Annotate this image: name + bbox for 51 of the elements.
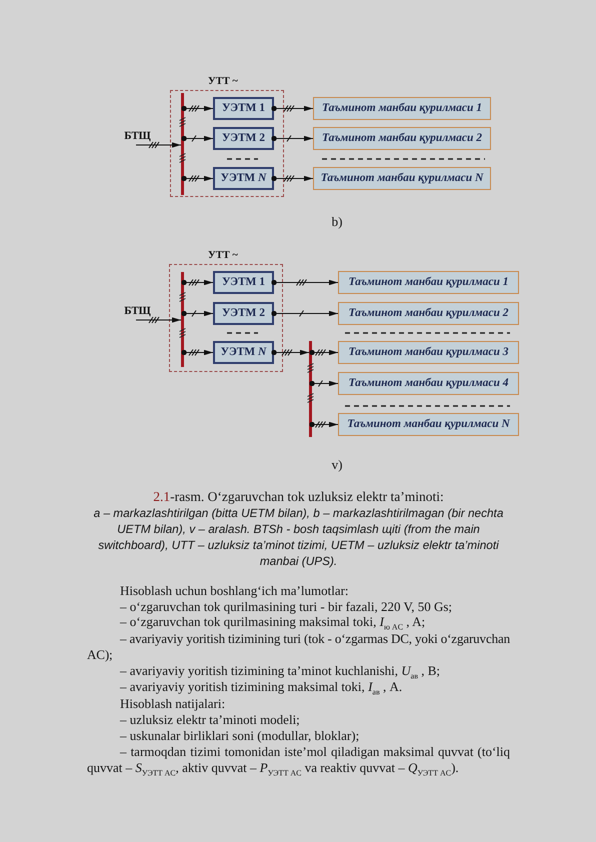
source-label: БТЩ	[122, 304, 153, 320]
unit-box: УЭТМ 2	[213, 302, 274, 325]
arrow	[181, 350, 214, 356]
body-text: – uzluksiz elektr ta’minoti modeli;	[119, 712, 301, 728]
group-heading: УТТ ~	[208, 75, 238, 88]
arrow	[136, 317, 182, 323]
subfigure-label: v)	[330, 457, 344, 473]
source-label: БТЩ	[122, 129, 153, 145]
arrow	[181, 280, 214, 286]
body-text: – tarmoqdan tizimi tomonidan iste’mol qiladigan maksimal quvvat (to‘liq quvvat – S$_{УЭТТ AC}$, aktiv quvvat – P$_{УЭТТ AC}$ va reaktiv quvvat – Q$_{УЭТТ AC}$).	[87, 744, 510, 776]
arrow	[181, 176, 214, 182]
arrow	[181, 136, 214, 142]
subfigure-label: b)	[330, 214, 344, 230]
arrow	[271, 280, 338, 286]
device-box: Таъминот манбаи қурилмаси 1	[313, 97, 491, 120]
unit-box: УЭТМ N	[213, 341, 274, 364]
arrow	[309, 380, 338, 386]
unit-box: УЭТМ 1	[213, 271, 274, 294]
arrow	[271, 350, 310, 356]
arrow	[309, 422, 338, 428]
figure-caption: 2.1-rasm. O‘zgaruvchan tok uzluksiz elektr ta’minoti: a – markazlashtirilgan (bitta UETM bilan), b – markazlashtirilmagan (bir nechta UETM bilan), v – aralash. BTSh - bosh taqsimlash щiti (from the main switchboard), UTT – uzluksiz ta’minot tizimi, UETM – uzluksiz elektr ta’minoti manbai (UPS).	[92, 489, 504, 569]
device-box: Таъминот манбаи қурилмаси 2	[338, 302, 519, 325]
group-heading: УТТ ~	[208, 249, 238, 262]
arrow	[181, 106, 214, 112]
body-text: Hisoblash uchun boshlang‘ich ma’lumotlar:	[119, 583, 350, 599]
unit-box: УЭТМ 2	[213, 127, 274, 150]
body-text: – o‘zgaruvchan tok qurilmasining turi - bir fazali, 220 V, 50 Gs;	[119, 599, 454, 615]
body-text: – avariyaviy yoritish tizimining turi (tok - o‘zgarmas DC, yoki o‘zgaruvchan AC);	[87, 631, 510, 663]
arrow	[309, 350, 338, 356]
arrow	[181, 310, 214, 316]
body-text: – o‘zgaruvchan tok qurilmasining maksimal toki, I$_{ю AC}$ , A;	[119, 614, 426, 630]
device-box: Таъминот манбаи қурилмаси 1	[338, 271, 519, 294]
arrow	[271, 136, 314, 142]
bus-bar	[309, 341, 312, 437]
bus-bar	[181, 272, 184, 367]
device-box: Таъминот манбаи қурилмаси N	[313, 167, 491, 190]
arrow	[271, 310, 338, 316]
unit-box: УЭТМ N	[213, 167, 274, 190]
device-box: Таъминот манбаи қурилмаси 3	[338, 341, 519, 364]
device-box: Таъминот манбаи қурилмаси N	[338, 413, 519, 436]
arrow	[271, 106, 314, 112]
body-text: – uskunalar birliklari soni (modullar, bloklar);	[119, 728, 360, 744]
unit-box: УЭТМ 1	[213, 97, 274, 120]
device-box: Таъминот манбаи қурилмаси 2	[313, 127, 491, 150]
body-text: – avariyaviy yoritish tizimining maksimal toki, I$_{ав}$ , A.	[119, 679, 404, 695]
body-text: Hisoblash natijalari:	[119, 696, 226, 712]
body-text: – avariyaviy yoritish tizimining ta’minot kuchlanishi, U$_{ав}$ , В;	[119, 663, 442, 679]
bus-bar	[181, 93, 184, 195]
arrow	[271, 176, 314, 182]
device-box: Таъминот манбаи қурилмаси 4	[338, 372, 519, 395]
arrow	[136, 142, 182, 148]
